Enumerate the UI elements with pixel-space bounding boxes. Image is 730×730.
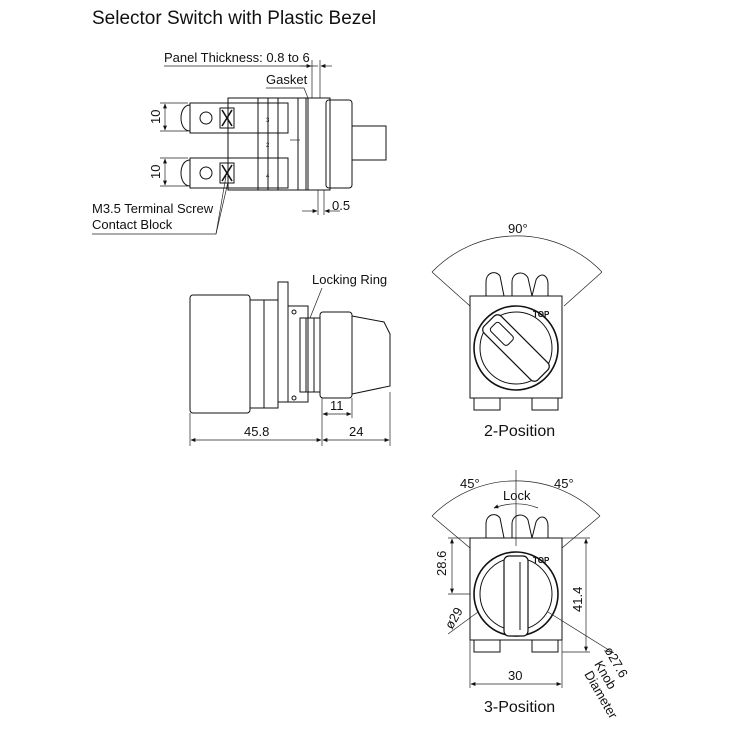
dim-41-4: 41.4 [570, 587, 585, 612]
angle-90-arc [431, 235, 603, 273]
three-position-view: 45° 45° Lock TOP 28.6 [431, 470, 631, 722]
panel-thickness-label: Panel Thickness: 0.8 to 6 [164, 50, 310, 65]
dim-10-lower: 10 [148, 165, 163, 179]
terminal-screw-lower [180, 159, 235, 187]
side-view: Locking Ring 11 45.8 24 [189, 272, 391, 446]
dim-10-upper: 10 [148, 110, 163, 124]
upper-contact-block [189, 102, 289, 134]
two-pos-knob [482, 314, 550, 382]
terminal-screw-upper [180, 104, 235, 132]
side-contact-block [189, 294, 251, 414]
lock-label: Lock [503, 488, 531, 503]
terminal-screw-label: M3.5 Terminal Screw [92, 201, 214, 216]
dim-11: 11 [330, 398, 344, 413]
side-locking-ring [299, 317, 321, 393]
block-number-3: 3 [266, 118, 270, 124]
dim-0-5: 0.5 [332, 198, 350, 213]
dim-27-6-leader [547, 611, 613, 653]
lock-arrow [493, 503, 539, 509]
dim-29-leader [447, 611, 479, 635]
dim-28-6: 28.6 [434, 551, 449, 576]
angle-90: 90° [508, 221, 528, 236]
two-pos-bezel [473, 305, 559, 391]
gasket-label: Gasket [266, 72, 308, 87]
angle-45-right: 45° [554, 476, 574, 491]
top-view: Panel Thickness: 0.8 to 6 Gasket [92, 50, 387, 235]
mounting-plate [297, 97, 307, 191]
lower-contact-block [189, 157, 289, 189]
locking-ring-label: Locking Ring [312, 272, 387, 287]
side-knob [351, 315, 391, 395]
side-panel [277, 281, 289, 403]
three-pos-top-mark: TOP [533, 556, 550, 565]
dim-24: 24 [349, 424, 363, 439]
angle-45-left: 45° [460, 476, 480, 491]
two-pos-body [469, 295, 563, 399]
gasket-leader [266, 87, 309, 99]
two-position-view: 90° TOP 2-Position [431, 221, 603, 440]
side-bezel [319, 311, 353, 399]
three-pos-body [469, 537, 563, 641]
block-number-2: 2 [266, 143, 270, 149]
side-mount [287, 305, 309, 403]
dim-29: ø29 [442, 605, 466, 632]
two-pos-caption: 2-Position [484, 423, 555, 440]
locking-ring-leader [309, 287, 323, 319]
dim-45-8: 45.8 [244, 424, 269, 439]
block-number-4: 4 [266, 174, 270, 180]
dim-30: 30 [508, 668, 522, 683]
three-pos-knob [503, 555, 529, 637]
contact-block-label: Contact Block [92, 217, 173, 232]
knob-stem [351, 125, 387, 161]
three-pos-caption: 3-Position [484, 699, 555, 716]
page-title: Selector Switch with Plastic Bezel [92, 8, 377, 29]
two-pos-top-mark: TOP [533, 310, 550, 319]
